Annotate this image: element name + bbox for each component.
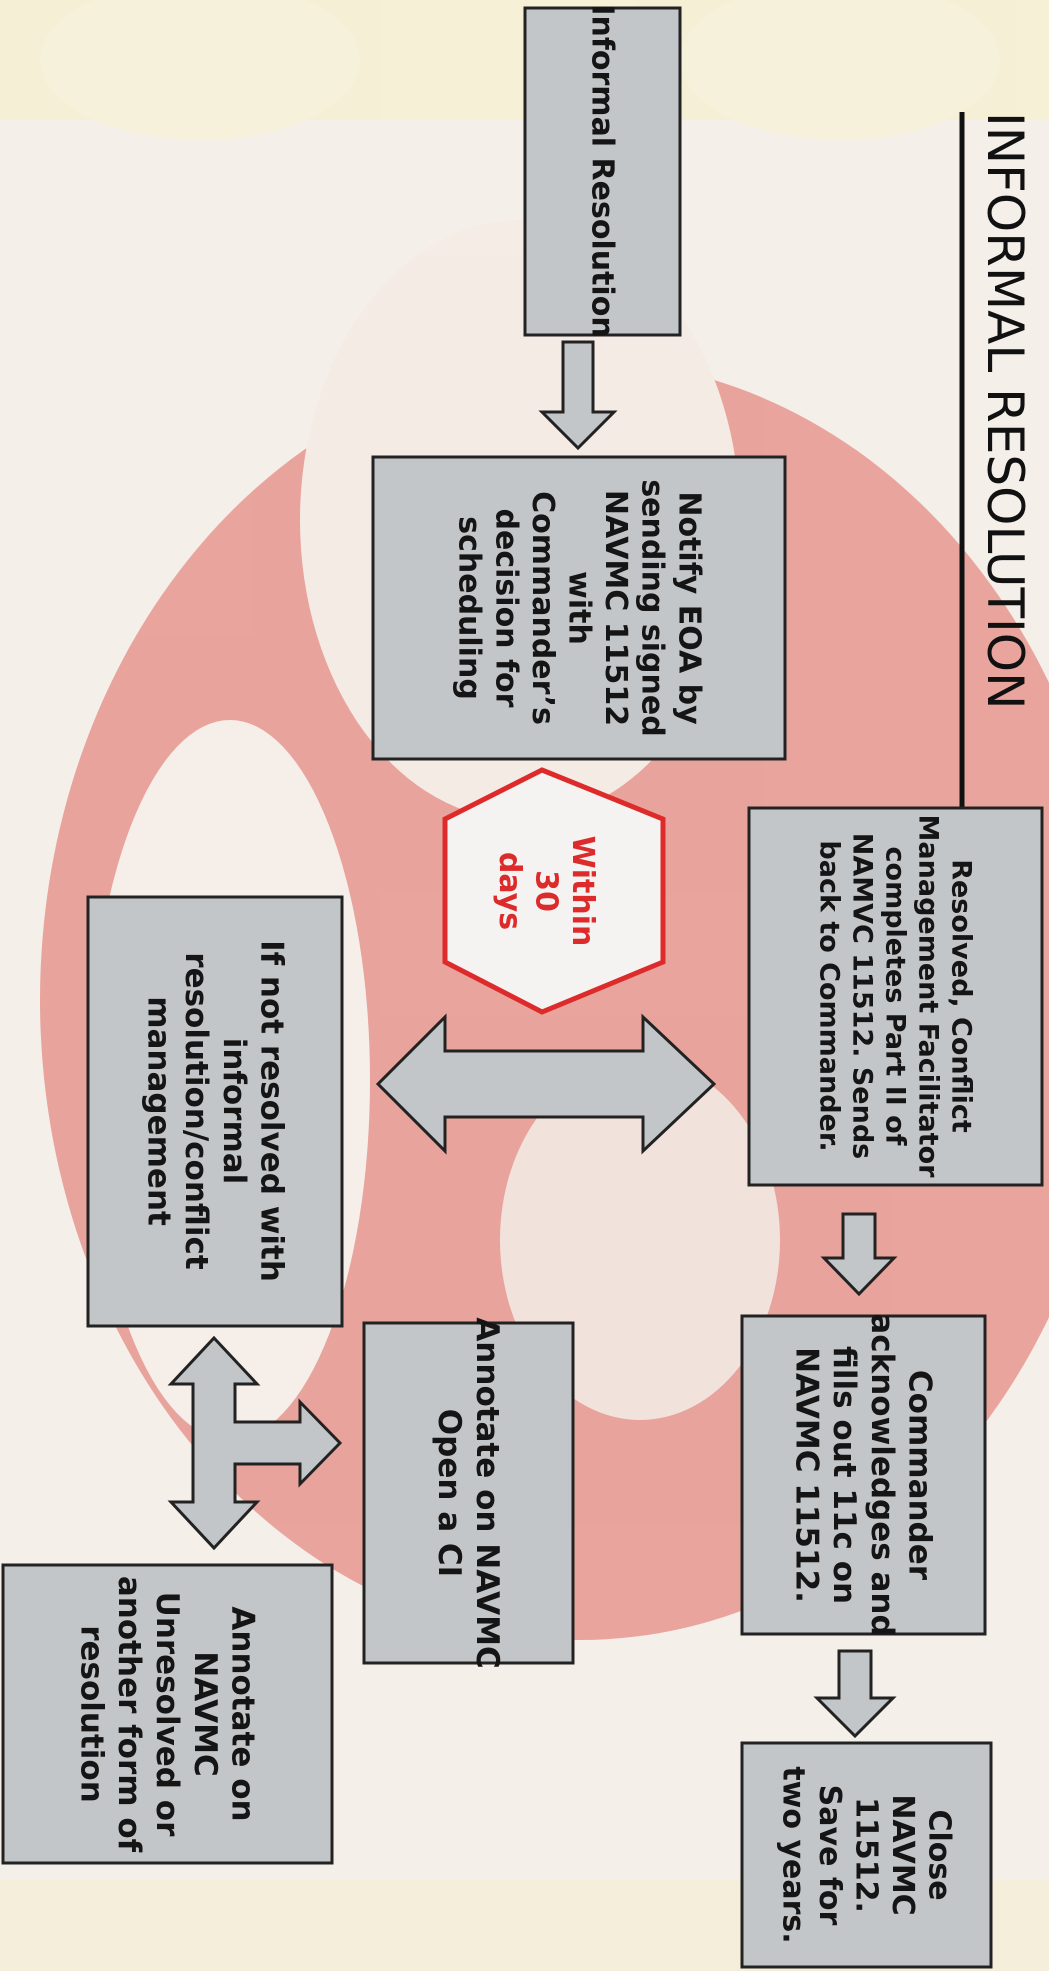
node-text-line: resolution [73, 1625, 109, 1803]
within-30-days-hexagon [442, 767, 666, 1015]
node-text-line: Within [565, 836, 600, 947]
arrow-down-2 [820, 1212, 898, 1297]
node-text-line: 30 [529, 870, 564, 912]
node-text-line: informal [216, 1038, 252, 1185]
resolved-conflict-box [747, 806, 1044, 1187]
node-text-line: NAVMC 11512. [788, 1347, 824, 1603]
node-text-line: NAVMC [187, 1651, 223, 1776]
node-text-line: Informal Resolution [585, 4, 620, 337]
node-text-line: acknowledges and [864, 1313, 900, 1636]
node-text-line: NAVMC 11512 [598, 490, 633, 726]
node-text-line: Annotate on NAVMC [469, 1317, 505, 1668]
node-text-line: scheduling [452, 516, 487, 700]
node-text-line: completes Part II of [880, 847, 911, 1146]
commander-ack-box [740, 1314, 987, 1636]
open-ci-box [362, 1321, 575, 1665]
node-text-line: days [492, 852, 527, 930]
node-text-line: with [562, 571, 597, 645]
node-text-line: another form of [111, 1576, 147, 1853]
node-text-line: Management Facilitator [912, 815, 943, 1179]
node-text-line: NAMVC 11512. Sends [847, 833, 878, 1159]
node-text-line: If not resolved with [254, 940, 290, 1282]
node-text-line: Close [922, 1809, 957, 1900]
node-text-line: decision for [488, 509, 523, 708]
node-text-line: sending signed [635, 479, 670, 736]
arrow-down-1 [538, 340, 618, 451]
node-text-line: Open a CI [431, 1409, 467, 1577]
double-arrow [375, 1013, 717, 1155]
notify-eoa-box [371, 455, 787, 761]
node-text-line: Resolved, Conflict [945, 859, 976, 1133]
node-text-line: back to Commander. [814, 840, 845, 1151]
node-text-line: Unresolved or [149, 1592, 185, 1837]
informal-resolution-box [523, 6, 682, 337]
node-text-line: 11512. [849, 1797, 884, 1913]
node-text-line: Annotate on [225, 1606, 261, 1821]
close-navmc-box [740, 1741, 993, 1969]
node-text-line: NAVMC [885, 1794, 920, 1915]
node-text-line: Save for [812, 1785, 847, 1926]
node-text-line: management [140, 996, 176, 1226]
node-text-line: fills out 11c on [826, 1346, 862, 1604]
node-text-line: Commander [902, 1370, 938, 1581]
node-text-line: Commander’s [525, 491, 560, 725]
node-text-line: two years. [775, 1766, 810, 1943]
node-text-line: Notify EOA by [671, 491, 706, 725]
not-resolved-label: If not resolved withinformalresolution/c… [140, 940, 289, 1282]
branch-arrow [167, 1335, 343, 1551]
unresolved-box [1, 1563, 334, 1865]
informal-resolution-label: Informal Resolution [585, 4, 620, 337]
node-text-line: resolution/conflict [178, 952, 214, 1270]
page-title: INFORMAL RESOLUTION [976, 112, 1034, 710]
arrow-down-3 [813, 1649, 897, 1739]
not-resolved-box [86, 895, 344, 1328]
